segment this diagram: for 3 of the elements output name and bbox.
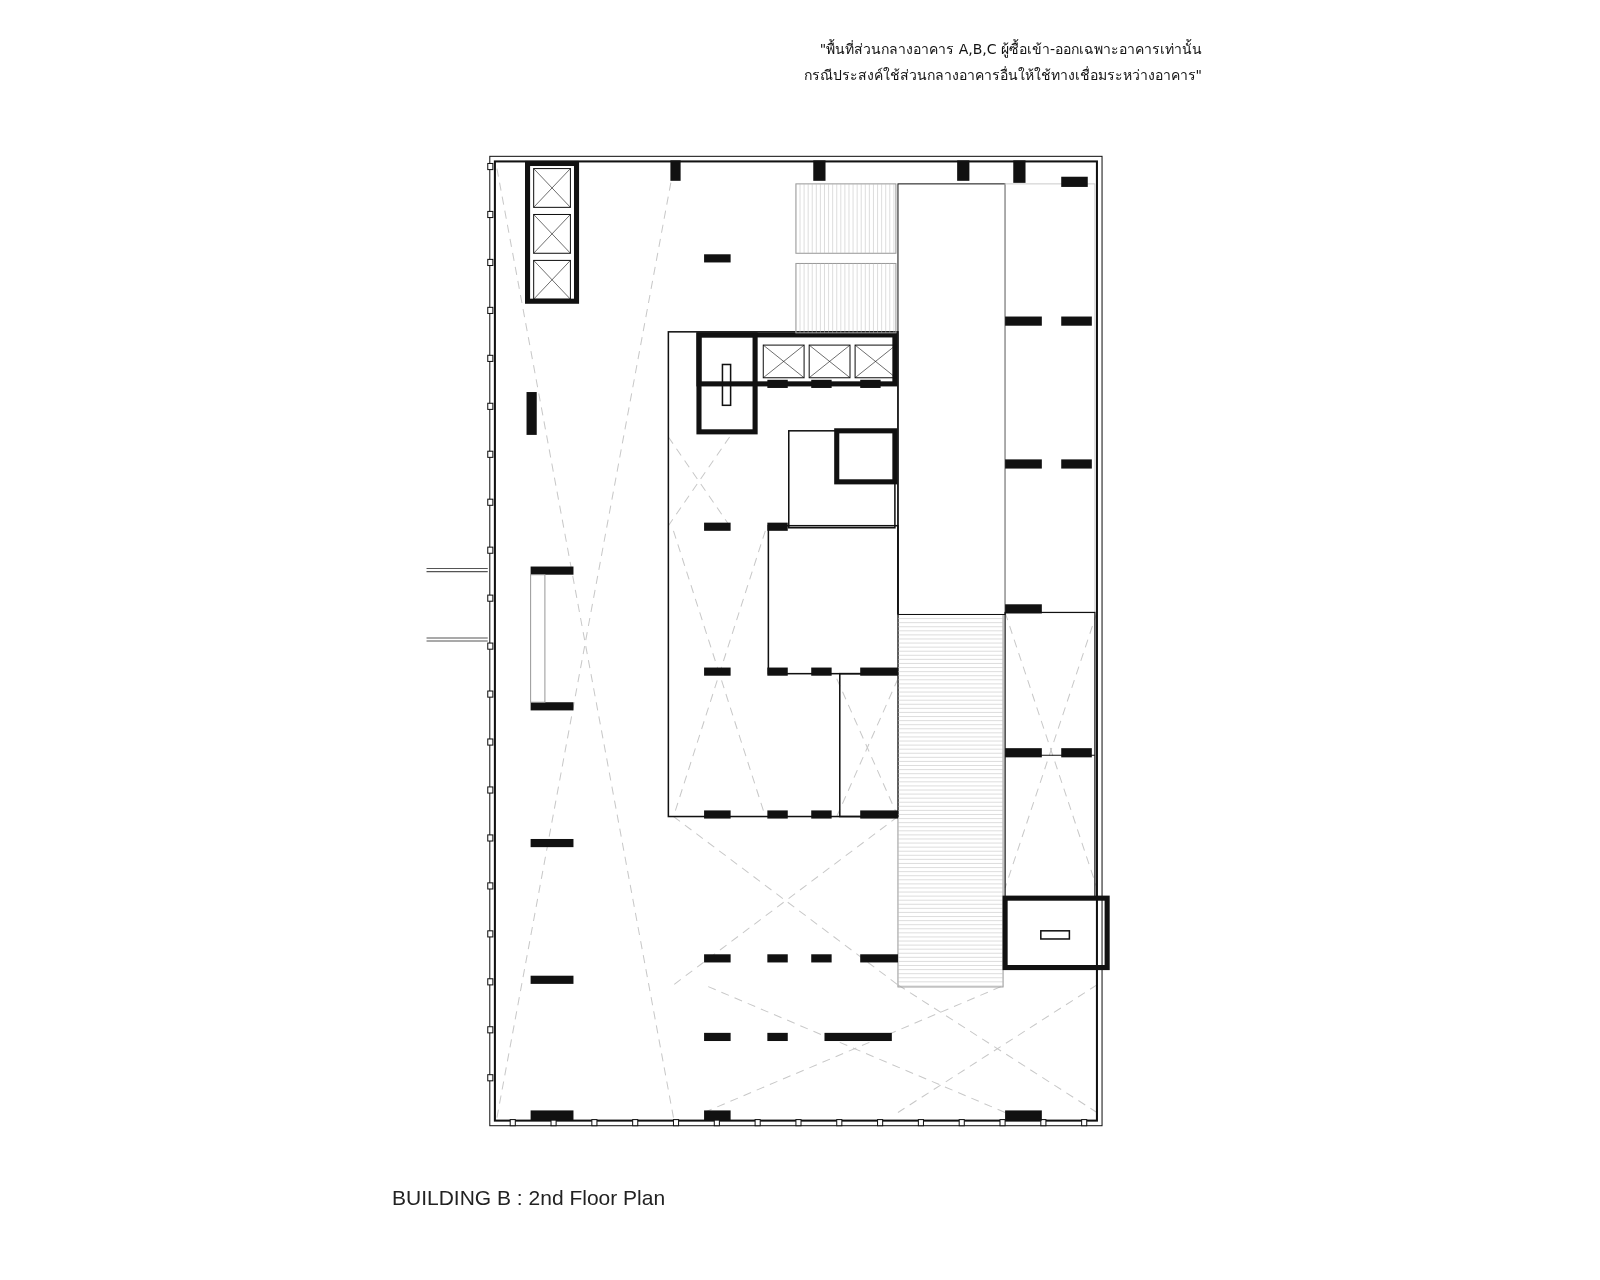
plan-caption: BUILDING B : 2nd Floor Plan (392, 1186, 666, 1210)
note-text: "พื้นที่ส่วนกลางอาคาร A,B,C ผู้ซื้อเข้า-ออกเฉพาะอาคารเท่านั้น (819, 38, 1202, 60)
note-text: กรณีประสงค์ใช้ส่วนกลางอาคารอื่นให้ใช้ทางเชื่อมระหว่างอาคาร" (803, 65, 1202, 85)
